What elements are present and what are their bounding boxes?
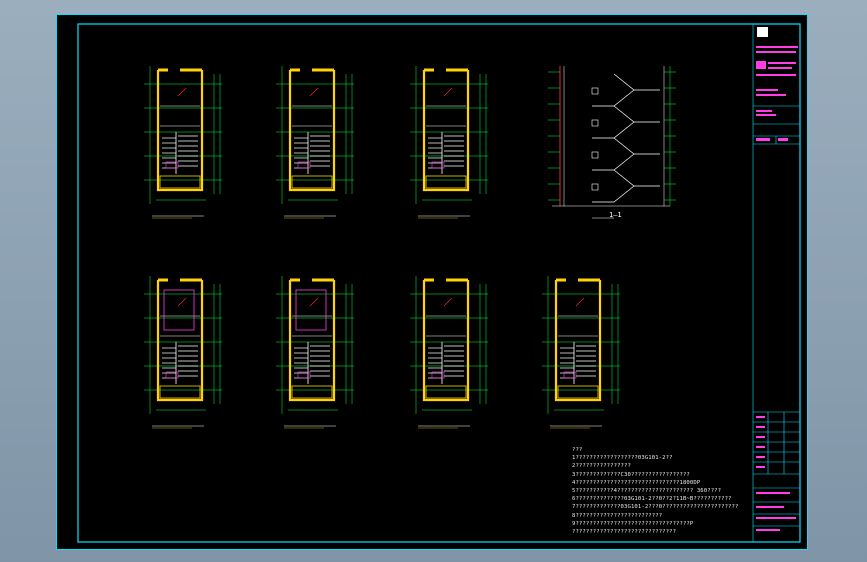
label-box [297, 371, 311, 379]
stair-flight [613, 137, 660, 155]
stair-plan [276, 66, 354, 219]
stair-section-1-1 [548, 66, 676, 219]
stair-wall [288, 280, 336, 402]
landing-beam [591, 119, 599, 127]
stair-plan [542, 276, 620, 429]
label-box [431, 371, 445, 379]
stair-flight [613, 73, 660, 91]
title-block [752, 23, 801, 543]
landing-beam [591, 151, 599, 159]
stair-plan-group [144, 66, 620, 429]
note-line: 5???????????4?????????????????????? 360?… [572, 488, 722, 495]
design-notes: ??? 1??????????????????03G101-2?? 2?????… [572, 446, 752, 536]
stair-plan [276, 276, 354, 429]
stair-wall [422, 70, 470, 192]
note-line: 3?????????????C30????????????????? [572, 471, 690, 478]
note-line: 1??????????????????03G101-2?? [572, 455, 673, 462]
stair-wall [554, 280, 602, 402]
notes-heading: ??? [572, 447, 583, 453]
label-box [165, 161, 179, 169]
stair-flight [592, 185, 635, 203]
landing [291, 385, 333, 399]
stair-plan [144, 276, 222, 429]
label-box [563, 371, 577, 379]
stair-wall [422, 280, 470, 402]
stair-plan [410, 66, 488, 219]
stair-flight [613, 105, 660, 123]
stair-wall [156, 70, 204, 192]
landing-beam [591, 87, 599, 95]
landing [425, 175, 467, 189]
arrow [443, 297, 453, 307]
landing [159, 385, 201, 399]
opening-outline [163, 289, 195, 331]
stair-flight [613, 169, 660, 187]
opening-outline [295, 289, 327, 331]
note-line: 4??????????????????????????????1800DP [572, 479, 701, 486]
stair-wall [156, 280, 204, 402]
landing [425, 385, 467, 399]
company-logo [757, 27, 768, 37]
arrow [575, 297, 585, 307]
outer-border [56, 14, 808, 550]
arrow [443, 87, 453, 97]
drawing-canvas [56, 14, 808, 550]
landing [159, 175, 201, 189]
label-box [431, 161, 445, 169]
note-line: 7?????????????03G101-2???0??????????????… [572, 504, 739, 511]
stair-plan [144, 66, 222, 219]
label-box [165, 371, 179, 379]
arrow [309, 297, 319, 307]
stair-plan [410, 276, 488, 429]
landing [557, 385, 599, 399]
note-line: 2???????????????? [572, 463, 631, 470]
note-line: 8????????????????????????? [572, 512, 663, 519]
label-box [297, 161, 311, 169]
arrow [309, 87, 319, 97]
drawing-sheet: ??? 1??????????????????03G101-2?? 2?????… [56, 14, 808, 550]
section-title: 1—1 [609, 211, 622, 219]
landing [291, 175, 333, 189]
note-line: 9?????????????????????????????????P [572, 520, 694, 527]
note-line: 6??????????????03G101-2??0??2?11B~B?????… [572, 496, 732, 503]
landing-beam [591, 183, 599, 191]
note-line: ?????????????????????????????? [572, 529, 677, 536]
stair-wall [288, 70, 336, 192]
arrow [177, 87, 187, 97]
arrow [177, 297, 187, 307]
title-block-stamps [756, 46, 798, 531]
